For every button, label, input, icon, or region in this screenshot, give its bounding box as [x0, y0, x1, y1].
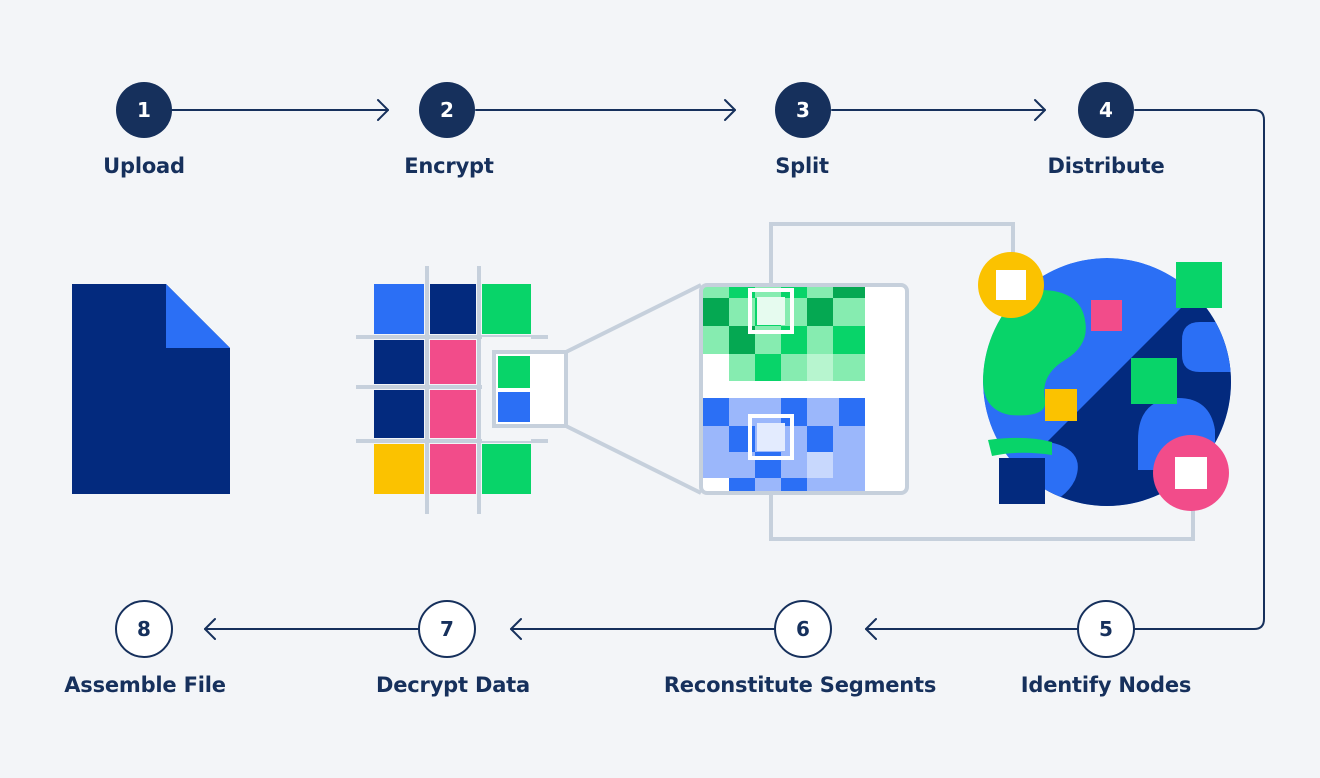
encrypted-grid-illustration: [356, 266, 702, 514]
step-7-circle: 7: [418, 600, 476, 658]
step-6-label: Reconstitute Segments: [663, 673, 937, 697]
step-2-circle: 2: [419, 82, 475, 138]
step-8-circle: 8: [115, 600, 173, 658]
step-4-label: Distribute: [1047, 154, 1165, 178]
svg-text:6: 6: [796, 617, 810, 641]
step-1-label: Upload: [103, 154, 185, 178]
step-5-circle: 5: [1077, 600, 1135, 658]
svg-text:7: 7: [440, 617, 454, 641]
svg-text:4: 4: [1099, 98, 1113, 122]
step-3-circle: 3: [775, 82, 831, 138]
svg-text:5: 5: [1099, 617, 1113, 641]
step-5-label: Identify Nodes: [1020, 673, 1192, 697]
step-2-label: Encrypt: [404, 154, 494, 178]
file-icon: [72, 284, 230, 494]
connectors: [171, 99, 1265, 640]
svg-text:2: 2: [440, 98, 454, 122]
step-4-circle: 4: [1078, 82, 1134, 138]
svg-text:3: 3: [796, 98, 810, 122]
svg-text:8: 8: [137, 617, 151, 641]
step-8-label: Assemble File: [64, 673, 226, 697]
globe-illustration: [978, 252, 1231, 511]
step-6-circle: 6: [774, 600, 832, 658]
step-1-circle: 1: [116, 82, 172, 138]
split-illustration: [699, 222, 1195, 541]
svg-text:1: 1: [137, 98, 151, 122]
step-7-label: Decrypt Data: [376, 673, 530, 697]
arrow-4-5: [1134, 109, 1265, 630]
step-3-label: Split: [775, 154, 829, 178]
